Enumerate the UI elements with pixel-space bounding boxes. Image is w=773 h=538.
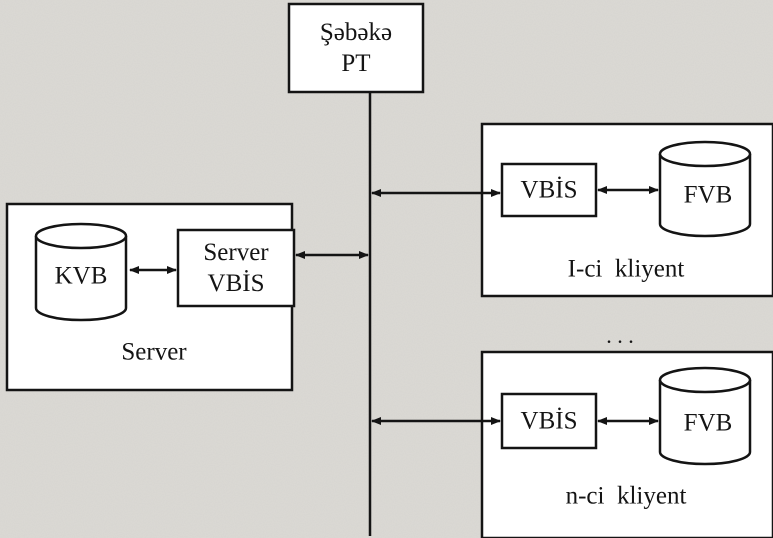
server-dbms-label-line2: VBİS — [207, 270, 265, 297]
server-db-label: KVB — [54, 262, 108, 290]
client-1-dbms-box — [500, 162, 598, 218]
network-label: Şəbəkə PT — [320, 17, 392, 80]
client-2-dbms-box — [500, 392, 598, 450]
server-dbms-label-line1: Server — [203, 238, 269, 266]
client-1-db-cylinder — [658, 140, 752, 238]
network-box — [287, 2, 425, 94]
server-db-cylinder — [34, 222, 128, 322]
server-dbms-box — [176, 228, 296, 308]
server-title: Server — [121, 338, 187, 366]
client-1-title: I-ci kliyent — [567, 255, 685, 283]
clients-ellipsis: . . . — [606, 323, 634, 348]
client-2-dbms-label: VBİS — [520, 407, 578, 435]
client-1-db-label: FVB — [683, 181, 733, 209]
network-label-line2: PT — [341, 50, 371, 77]
server-dbms-label: Server VBİS — [203, 237, 268, 300]
client-1-dbms-label: VBİS — [520, 176, 578, 204]
client-2-db-label: FVB — [683, 409, 733, 437]
network-label-line1: Şəbəkə — [319, 18, 393, 46]
client-2-title: n-ci kliyent — [565, 482, 687, 510]
client-2-db-cylinder — [658, 366, 752, 466]
